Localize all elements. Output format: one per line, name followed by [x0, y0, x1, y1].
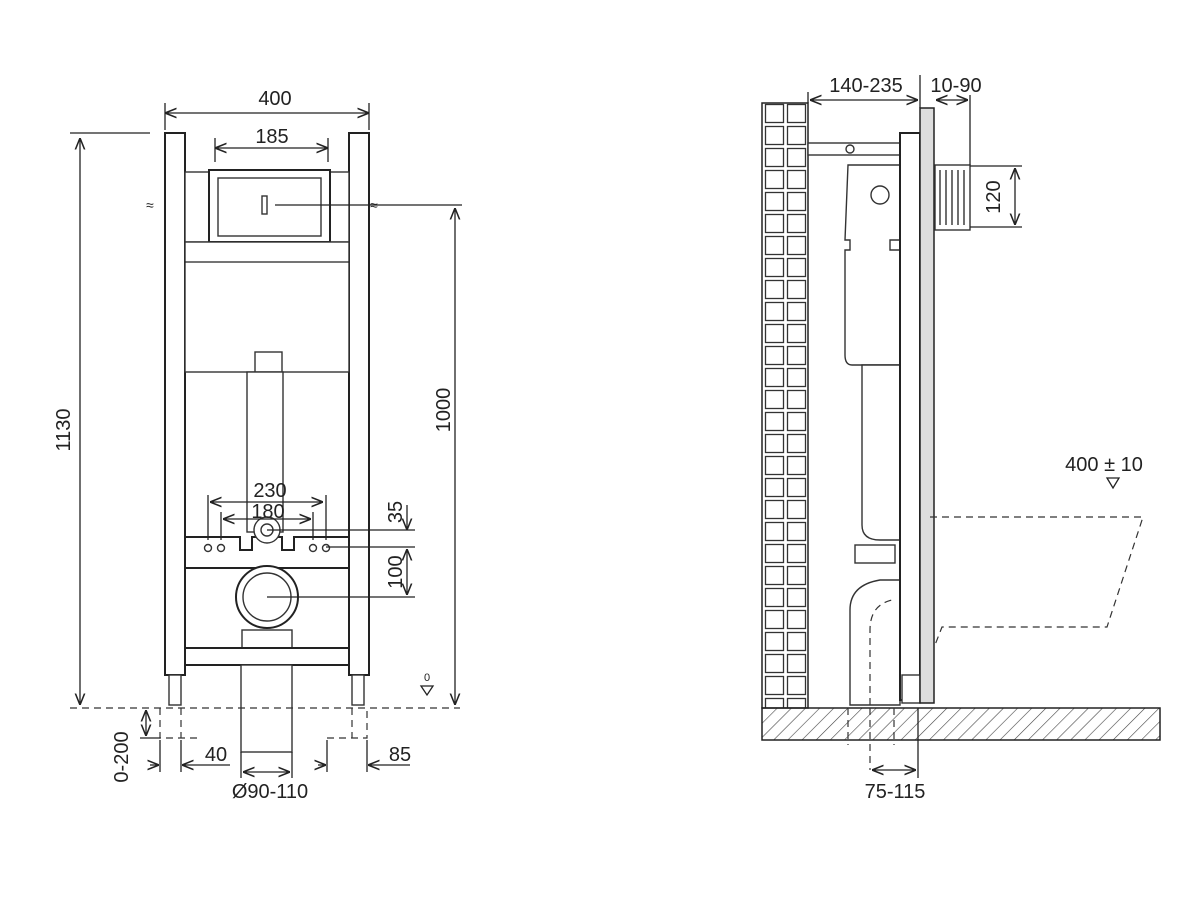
dim-bolt-inner: 180 — [251, 501, 284, 523]
dim-wall-gap: 140-235 — [829, 75, 902, 97]
flush-plate-opening — [217, 177, 322, 237]
floor-hatch — [761, 707, 1161, 741]
lower-crossbar — [184, 647, 350, 666]
dim-plate-width: 185 — [255, 126, 288, 148]
drain-bend-side — [849, 579, 901, 706]
dim-frame-width: 400 — [258, 88, 291, 110]
level-marker-icon — [419, 685, 435, 697]
dim-inlet-height: 120 — [983, 180, 1005, 213]
dim-button-height: 1000 — [433, 388, 455, 433]
dim-seat-height: 400 ± 10 — [1065, 454, 1143, 476]
dim-drain-diameter: Ø90-110 — [232, 781, 308, 803]
frame-side — [899, 132, 921, 701]
frame — [159, 132, 370, 753]
left-leg — [168, 674, 182, 706]
bolt-holes — [203, 543, 331, 553]
mounting-crossbar — [184, 536, 350, 569]
flush-pipe-side — [861, 364, 901, 541]
flush-slot — [261, 195, 268, 215]
dim-drain-offset: 75-115 — [865, 781, 926, 803]
dim-inlet-offset: 35 — [385, 501, 407, 523]
dim-cover-depth: 10-90 — [930, 75, 981, 97]
cistern-outlet — [254, 351, 283, 373]
front-view: ≈ ≈ 400 185 1130 1000 230 180 35 100 0 0… — [53, 88, 462, 803]
dim-leg-adjust: 0-200 — [111, 731, 133, 782]
left-post — [164, 132, 186, 676]
water-inlet-left-icon: ≈ — [146, 197, 154, 213]
right-leg — [351, 674, 365, 706]
side-view: 140-235 10-90 120 400 ± 10 75-115 — [761, 75, 1161, 803]
dim-total-height: 1130 — [53, 408, 75, 451]
cistern-body — [184, 241, 350, 373]
dim-leg-right: 85 — [389, 744, 411, 766]
right-post — [348, 132, 370, 676]
dim-outlet-offset: 100 — [385, 555, 407, 588]
wall-hung-bowl — [930, 516, 1144, 646]
level-marker-icon — [1105, 477, 1121, 490]
cistern-side — [844, 164, 901, 366]
floor-level-label: 0 — [424, 672, 430, 684]
cover-panel — [919, 107, 935, 704]
dim-bolt-outer: 230 — [253, 480, 286, 502]
brick-wall — [761, 102, 809, 709]
dim-leg-left: 40 — [205, 744, 227, 766]
